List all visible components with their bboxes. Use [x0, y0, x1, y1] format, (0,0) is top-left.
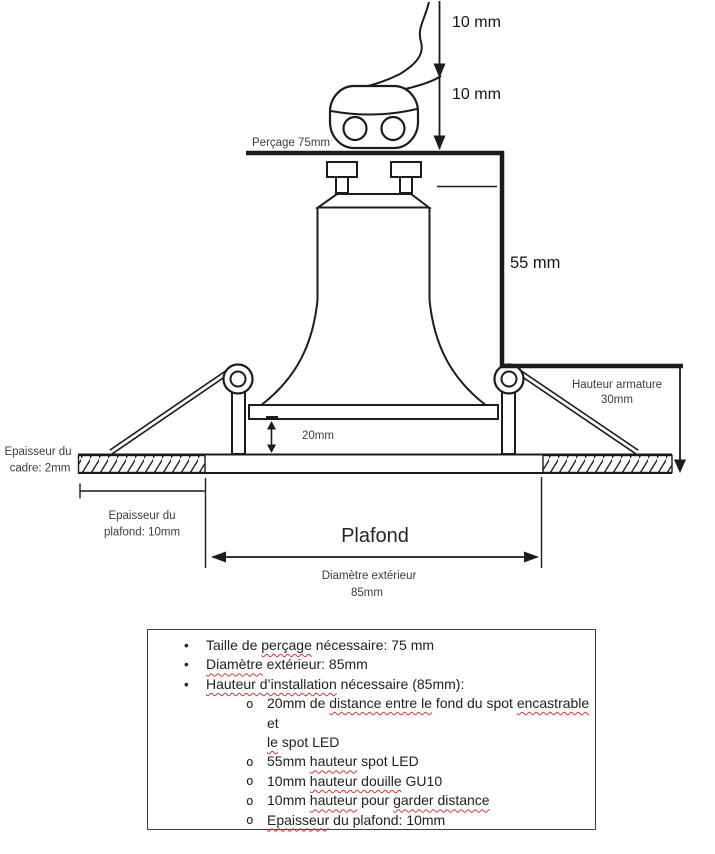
note-text: et [267, 714, 279, 731]
arrowhead-30mm [674, 459, 686, 473]
socket-body [328, 84, 420, 150]
arrowhead-85mm-left [211, 551, 226, 563]
note-item: le spot LED [148, 733, 595, 752]
arrowhead-mid [433, 63, 446, 78]
note-item: • Taille de perçage nécessaire: 75 mm [148, 636, 595, 655]
note-text: spot LED [277, 734, 340, 751]
notes-list: • Taille de perçage nécessaire: 75 mm • Dia… [148, 636, 595, 830]
bullet-circle: o [246, 792, 254, 808]
note-text: 55mm [267, 753, 310, 770]
bullet-circle: o [246, 695, 254, 711]
note-item: o 10mm hauteur pour garder distance [148, 791, 595, 810]
label-55mm: 55 mm [510, 254, 560, 272]
arrowhead-20mm-up [267, 421, 276, 430]
dimension-20mm [266, 416, 278, 453]
note-item: • Hauteur d’installation nécessaire (85mm… [148, 675, 595, 694]
cable-line-right [400, 75, 442, 91]
note-text: extérieur: 85mm [262, 656, 368, 673]
note-item: o Epaisseur du plafond: 10mm [148, 811, 595, 830]
right-clip-ring-inner [500, 370, 518, 388]
dimension-20mm-tick [266, 416, 278, 420]
note-text: Taille de [206, 637, 262, 653]
arrowhead-85mm-right [524, 551, 539, 563]
arrowhead-bottom [433, 135, 446, 150]
ceiling-hatch-right [542, 454, 673, 474]
dimension-armature-height [674, 368, 686, 473]
spring-clips [109, 363, 639, 455]
misspelled-text: hauteur [309, 792, 358, 809]
dimension-ceiling-thickness [79, 483, 205, 499]
gu10-pin-left-cap [326, 161, 358, 178]
gu10-socket [328, 1, 442, 150]
label-diametre-exterieur: Diamètre extérieur [322, 570, 417, 582]
label-10mm-top: 10 mm [452, 14, 501, 31]
gu10-pin-left-stem [335, 176, 349, 194]
ceiling [77, 453, 673, 474]
label-percage: Perçage 75mm [252, 137, 330, 149]
lamp-bell-left [261, 299, 319, 406]
label-20mm: 20mm [302, 430, 334, 442]
socket-hole-right [380, 115, 406, 142]
left-clip-ring-inner [229, 370, 247, 388]
note-text: nécessaire (85mm): [336, 675, 465, 692]
left-spring-core [110, 370, 229, 454]
label-plafond: Plafond [341, 525, 409, 547]
note-text: pour [357, 792, 394, 809]
misspelled-text: Hauteur d’installation [206, 675, 337, 692]
note-text: 10mm [267, 792, 310, 809]
note-item: • Diamètre extérieur: 85mm [148, 655, 595, 674]
spotlight-installation-diagram: 10 mm 10 mm Perçage 75mm 55 mm Hauteur a… [4, 1, 686, 599]
bullet-circle: o [246, 812, 254, 828]
dimension-top [433, 1, 446, 150]
led-spot-lamp [261, 161, 486, 406]
misspelled-text: distance entre le [329, 695, 432, 712]
fixture-plate [248, 404, 499, 420]
misspelled-text: encastrable [516, 695, 590, 712]
dimension-diameter [204, 477, 543, 568]
bullet-disc: • [184, 657, 189, 673]
misspelled-text: perçage [261, 637, 312, 653]
misspelled-text: Epaisseur [267, 811, 330, 828]
label-epaisseur-plafond-2: plafond: 10mm [104, 527, 180, 539]
misspelled-text: hauteur douille [309, 772, 402, 789]
arrowhead-20mm-down [267, 444, 276, 453]
misspelled-text: Diamètre [206, 656, 263, 673]
bullet-disc: • [184, 676, 189, 692]
bullet-disc: • [184, 638, 189, 653]
gu10-pin-right-cap [390, 161, 422, 178]
label-hauteur-armature-2: 30mm [601, 394, 633, 406]
note-item: o 55mm hauteur spot LED [148, 752, 595, 771]
note-text: GU10 [401, 772, 443, 789]
note-text: du plafond: 10mm [329, 811, 446, 828]
gu10-pin-right-stem [399, 176, 413, 194]
label-10mm-bottom: 10 mm [452, 86, 501, 103]
cable-line-left [363, 1, 430, 88]
note-text: spot LED [357, 753, 419, 770]
lamp-top-trapezoid [314, 193, 432, 209]
misspelled-text: hauteur [309, 753, 358, 770]
note-text: 20mm de [267, 695, 330, 712]
right-spring-core [518, 370, 638, 454]
label-diametre-85mm: 85mm [351, 587, 383, 599]
label-epaisseur-cadre-1: Epaisseur du [4, 446, 71, 458]
installation-notes-box: • Taille de perçage nécessaire: 75 mm • Dia… [147, 629, 596, 830]
socket-cap-line [330, 108, 418, 116]
bullet-circle: o [246, 753, 254, 769]
misspelled-text: le [267, 734, 278, 751]
note-text: 10mm [267, 772, 310, 789]
note-text: fond du spot [431, 695, 517, 712]
label-epaisseur-cadre-2: cadre: 2mm [10, 463, 71, 475]
note-item: o 10mm hauteur douille GU10 [148, 772, 595, 791]
lamp-bell-right [428, 299, 486, 406]
bullet-circle: o [246, 773, 254, 789]
ceiling-hatch-left [77, 454, 206, 474]
socket-hole-left [342, 115, 368, 142]
armature-frame [246, 150, 683, 369]
note-text: nécessaire: 75 mm [311, 637, 435, 653]
misspelled-text: garder distance [393, 792, 490, 809]
label-hauteur-armature-1: Hauteur armature [572, 379, 662, 391]
label-epaisseur-plafond-1: Epaisseur du [108, 510, 175, 522]
